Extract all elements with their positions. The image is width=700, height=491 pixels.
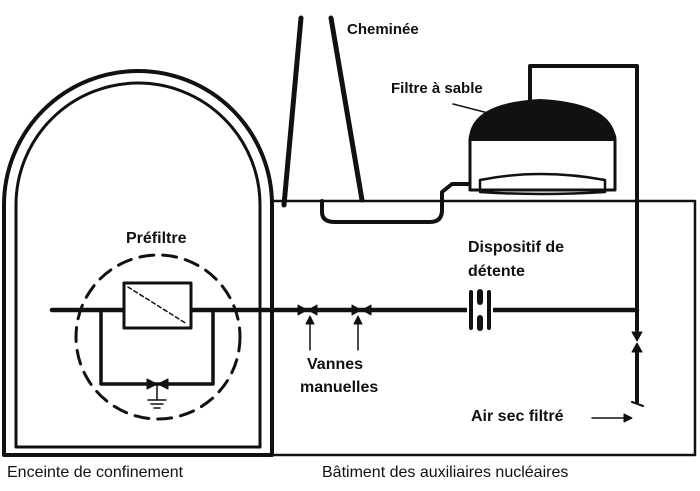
manual-valves-label-line2: manuelles	[300, 379, 379, 396]
expansion-device-label-line2: détente	[468, 263, 525, 280]
valve-pointer-2-head	[353, 315, 363, 325]
dry-air-pipe-end	[631, 401, 644, 407]
chimney-left-wall	[281, 15, 304, 208]
sand-filter-arrow-head	[489, 108, 504, 120]
chimney-label: Cheminée	[347, 21, 419, 38]
prefilter-diagonal	[127, 286, 188, 325]
valve-pointer-1-head	[305, 315, 315, 325]
check-valve	[631, 331, 643, 353]
prefilter-dashed-circle	[74, 253, 242, 421]
dry-air-label: Air sec filtré	[471, 408, 564, 425]
bypass-valve-stem	[147, 383, 167, 409]
manual-valve-1	[297, 304, 318, 316]
sand-filter-arrow	[452, 103, 497, 116]
auxiliary-building-label: Bâtiment des auxiliaires nucléaires	[322, 464, 569, 481]
manual-valves-label-line1: Vannes	[307, 356, 364, 373]
containment-inner-wall	[14, 81, 262, 449]
sand-filter-dome	[469, 99, 616, 141]
containment-label: Enceinte de confinement	[7, 464, 184, 481]
auxiliary-building-outline	[270, 199, 697, 457]
sand-filter-outlet-pipe	[528, 64, 639, 332]
chimney-right-wall	[328, 15, 365, 203]
dry-air-arrow-head	[623, 413, 633, 423]
bypass-valve	[146, 378, 169, 390]
manual-valve-2	[351, 304, 372, 316]
expansion-device-label-line1: Dispositif de	[468, 239, 565, 256]
sand-filter-lower	[478, 172, 607, 196]
sand-filter-label: Filtre à sable	[391, 80, 483, 97]
prefilter-label: Préfiltre	[126, 230, 187, 247]
containment-outer-wall	[2, 69, 274, 457]
chimney-duct	[320, 182, 470, 224]
